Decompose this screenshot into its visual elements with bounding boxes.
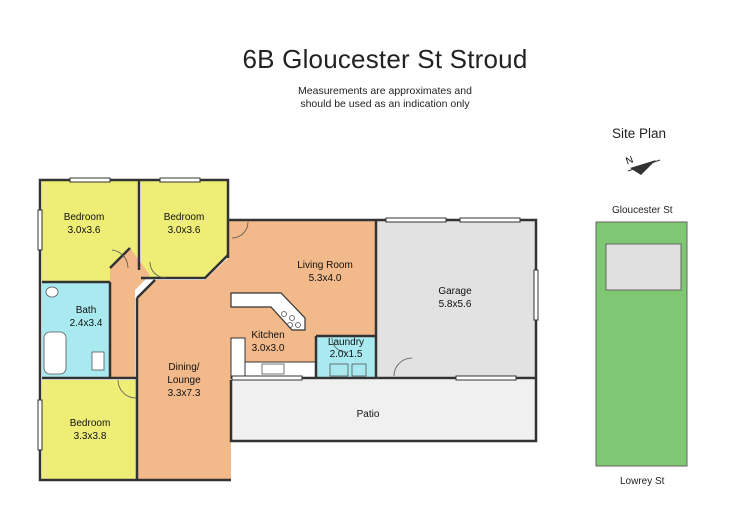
laundry-name: Laundry	[328, 337, 364, 348]
bedroom-1-size: 3.0x3.6	[68, 225, 101, 236]
site-house-footprint	[605, 243, 682, 291]
bath-size: 2.4x3.4	[70, 318, 103, 329]
laundry-tub	[329, 363, 349, 377]
dining-name-line2: Lounge	[167, 375, 201, 386]
doors	[111, 221, 413, 399]
bedroom-3-area	[42, 380, 137, 480]
living-size: 5.3x4.0	[309, 273, 342, 284]
bedroom-1-name: Bedroom	[64, 212, 105, 223]
kitchen-island	[230, 292, 306, 331]
room-fills	[42, 180, 536, 480]
bathtub	[43, 331, 67, 375]
patio-area	[231, 380, 536, 441]
patio-name: Patio	[357, 409, 380, 420]
door-swing-garage	[393, 357, 413, 377]
laundry-size: 2.0x1.5	[330, 349, 363, 360]
cooktop	[281, 311, 301, 328]
garage-area	[376, 220, 536, 378]
bedroom-1-area	[42, 180, 139, 282]
dining-size: 3.3x7.3	[168, 388, 201, 399]
garage-size: 5.8x5.6	[439, 299, 472, 310]
bedroom-2-area	[141, 180, 228, 278]
dining-name-line1: Dining/	[168, 362, 199, 373]
bedroom-3-name: Bedroom	[70, 418, 111, 429]
bedroom-3-size: 3.3x3.8	[74, 431, 107, 442]
bath-name: Bath	[76, 305, 97, 316]
room-labels: Bedroom 3.0x3.6 Bedroom 3.0x3.6 Bath 2.4…	[64, 212, 472, 442]
bottom-street-label: Lowrey St	[620, 476, 665, 487]
living-name: Living Room	[297, 260, 353, 271]
door-swing-laundry	[331, 337, 347, 353]
washer	[351, 363, 367, 377]
dining-living-area	[137, 220, 376, 480]
kitchen-bench	[230, 337, 246, 379]
bath-fixtures	[43, 286, 105, 375]
north-arrow: N	[624, 155, 661, 175]
kitchen-size: 3.0x3.0	[252, 343, 285, 354]
disclaimer-line-2: should be used as an indication only	[300, 98, 470, 110]
basin	[45, 286, 59, 298]
door-swing-bedroom1	[111, 249, 129, 269]
site-plan-title: Site Plan	[612, 126, 667, 141]
page-title: 6B Gloucester St Stroud	[242, 44, 528, 74]
bedroom-2-size: 3.0x3.6	[168, 225, 201, 236]
kitchen-sink	[261, 363, 285, 375]
toilet	[91, 351, 105, 371]
top-street-label: Gloucester St	[612, 205, 673, 216]
disclaimer-line-1: Measurements are approximates and	[298, 85, 472, 97]
bedroom-2-name: Bedroom	[164, 212, 205, 223]
north-label: N	[624, 155, 635, 168]
kitchen-name: Kitchen	[251, 330, 284, 341]
door-swing-bedroom3	[117, 379, 137, 399]
door-swing-living	[231, 221, 249, 239]
door-swing-bedroom2	[149, 261, 167, 279]
hallway-area	[110, 248, 150, 378]
windows	[37, 177, 539, 451]
garage-name: Garage	[438, 286, 472, 297]
